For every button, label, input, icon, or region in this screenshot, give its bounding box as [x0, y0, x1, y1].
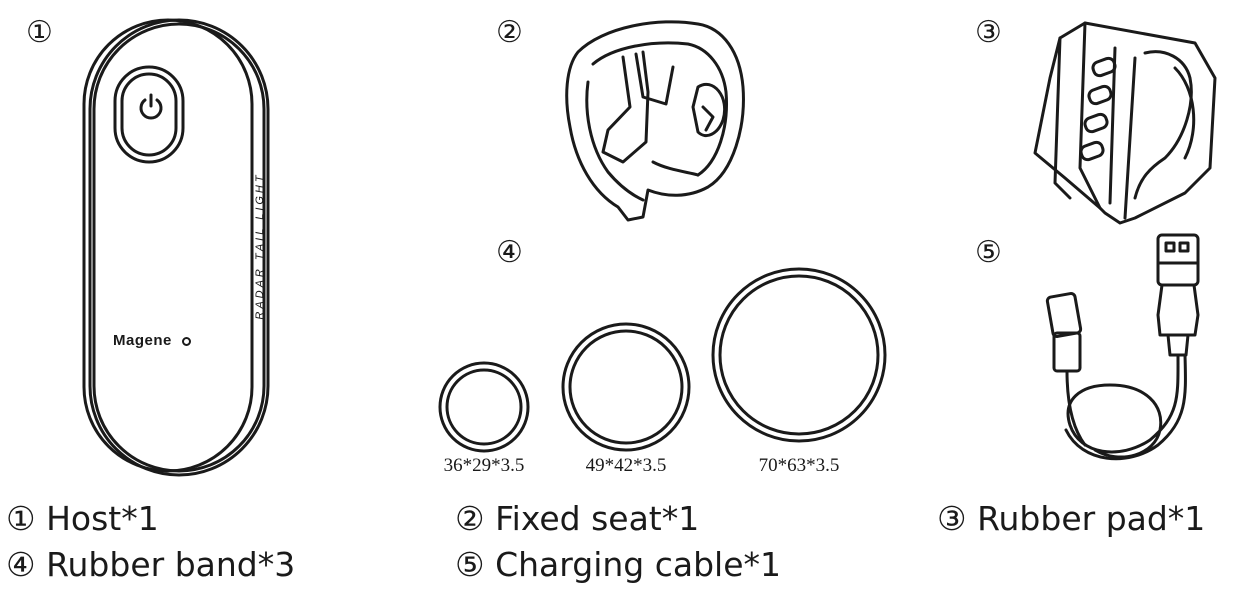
- caption-rubber-pad: ③ Rubber pad*1: [937, 499, 1206, 538]
- band-size-small: 36*29*3.5: [443, 455, 525, 476]
- caption-fixed-seat: ② Fixed seat*1: [455, 499, 700, 538]
- marker-host: ①: [26, 15, 53, 50]
- band-size-medium: 49*42*3.5: [585, 455, 667, 476]
- power-button-icon: [139, 93, 163, 120]
- rubber-band-small: [438, 361, 530, 453]
- marker-rubber-band: ④: [496, 235, 523, 270]
- band-size-large: 70*63*3.5: [758, 455, 840, 476]
- marker-charging-cable: ⑤: [975, 235, 1002, 270]
- caption-charging-cable: ⑤ Charging cable*1: [455, 545, 781, 584]
- rubber-band-large: [711, 267, 887, 443]
- brand-logo: Magene: [113, 332, 191, 349]
- brand-dot-icon: [181, 336, 191, 346]
- caption-host: ① Host*1: [6, 499, 159, 538]
- marker-rubber-pad: ③: [975, 15, 1002, 50]
- brand-text: Magene: [113, 332, 172, 349]
- side-label: radar tail light: [254, 166, 266, 326]
- rubber-band-medium: [561, 322, 691, 452]
- marker-fixed-seat: ②: [496, 15, 523, 50]
- host-illustration: [82, 18, 270, 477]
- fixed-seat-illustration: [565, 20, 745, 222]
- side-label-text: radar tail light: [254, 172, 266, 320]
- charging-cable-illustration: [1045, 233, 1200, 461]
- rubber-pad-illustration: [1033, 21, 1217, 225]
- caption-rubber-band: ④ Rubber band*3: [6, 545, 296, 584]
